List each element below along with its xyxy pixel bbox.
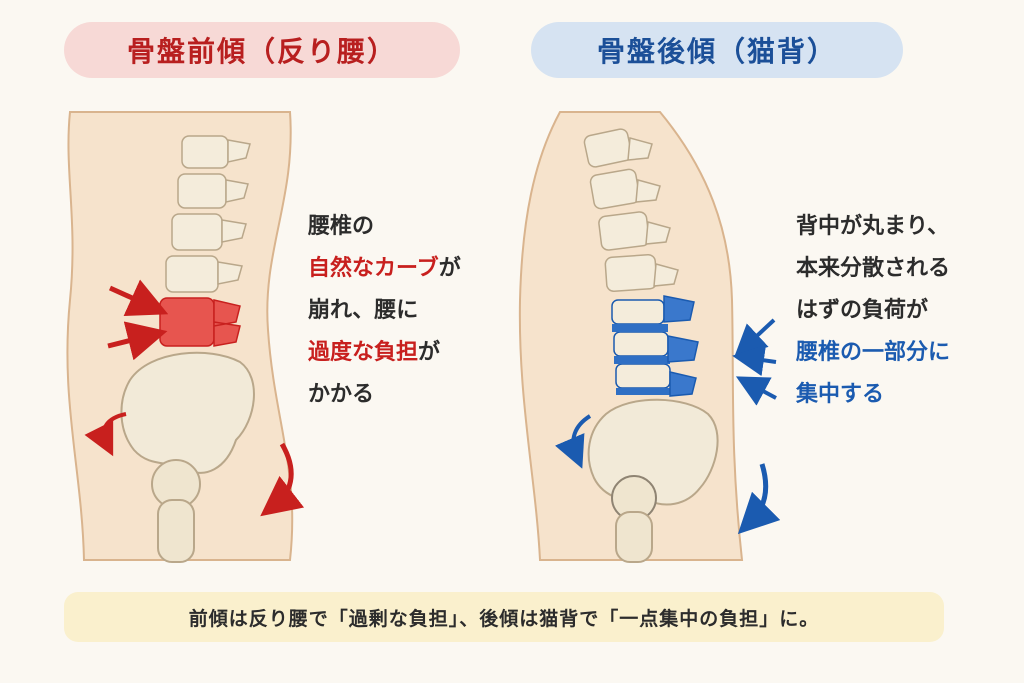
right-vertebra xyxy=(598,211,650,251)
left-lumbar-spine xyxy=(159,135,251,347)
anterior-tilt-title: 骨盤前傾（反り腰） xyxy=(64,22,460,78)
note-line: はずの負荷が xyxy=(796,298,929,323)
right-figure xyxy=(518,111,781,563)
left-vertebra xyxy=(181,135,229,169)
highlight-lumbar-part: 腰椎の一部分に xyxy=(796,340,951,365)
posterior-tilt-note: 背中が丸まり、 本来分散される はずの負荷が 腰椎の一部分に 集中する xyxy=(796,206,950,416)
right-lumbar-spine xyxy=(583,128,699,397)
right-femur xyxy=(615,511,653,563)
right-vertebra xyxy=(611,299,665,325)
highlight-excessive-load: 過度な負担 xyxy=(308,340,419,365)
note-line: 本来分散される xyxy=(796,256,951,281)
note-line: 崩れ、腰に xyxy=(308,298,419,323)
left-pressure-arrow-upper xyxy=(108,279,169,317)
highlight-natural-curve: 自然なカーブ xyxy=(308,256,439,281)
left-rotation-arrow-back xyxy=(260,442,305,517)
left-vertebra xyxy=(165,255,219,293)
left-vertebra xyxy=(177,173,227,209)
left-spinous-process xyxy=(217,139,251,285)
left-vertebra xyxy=(171,213,223,251)
right-rotation-arrow-back xyxy=(737,463,781,535)
right-vertebra xyxy=(589,168,641,210)
left-spinous-process-stressed xyxy=(213,299,241,347)
note-text: が xyxy=(438,256,461,281)
left-figure xyxy=(66,111,305,563)
right-vertebra xyxy=(604,254,658,292)
right-vertebra xyxy=(613,331,669,357)
right-pressure-arrow-upper xyxy=(734,318,776,357)
right-spinous-process xyxy=(627,137,679,287)
note-line: 背中が丸まり、 xyxy=(796,214,950,239)
left-pelvis xyxy=(120,351,255,474)
right-pressure-arrow-middle xyxy=(732,344,777,377)
left-vertebra-stressed xyxy=(159,297,215,347)
left-femur xyxy=(157,499,195,563)
right-disc-stressed xyxy=(614,356,670,364)
highlight-concentrate: 集中する xyxy=(796,382,885,407)
left-rotation-arrow-front xyxy=(84,412,127,457)
right-pelvis xyxy=(587,398,719,506)
right-disc-stressed xyxy=(612,324,668,332)
left-pressure-arrow-lower xyxy=(107,321,168,361)
right-rotation-arrow-front xyxy=(554,414,592,469)
right-spinous-process-stressed xyxy=(663,295,699,397)
note-line: 自然なカーブが xyxy=(308,248,461,290)
right-pressure-arrow-lower xyxy=(735,376,777,406)
anterior-tilt-note: 腰椎の 自然なカーブが 崩れ、腰に 過度な負担が かかる xyxy=(308,206,461,416)
posterior-tilt-title: 骨盤後傾（猫背） xyxy=(531,22,903,78)
summary-banner: 前傾は反り腰で「過剰な負担」、後傾は猫背で「一点集中の負担」に。 xyxy=(64,592,944,642)
right-disc-stressed xyxy=(616,388,672,395)
right-vertebra xyxy=(615,363,671,389)
note-line: かかる xyxy=(308,382,375,407)
note-text: が xyxy=(418,340,441,365)
note-line: 過度な負担が xyxy=(308,332,461,374)
note-line: 腰椎の xyxy=(308,214,375,239)
